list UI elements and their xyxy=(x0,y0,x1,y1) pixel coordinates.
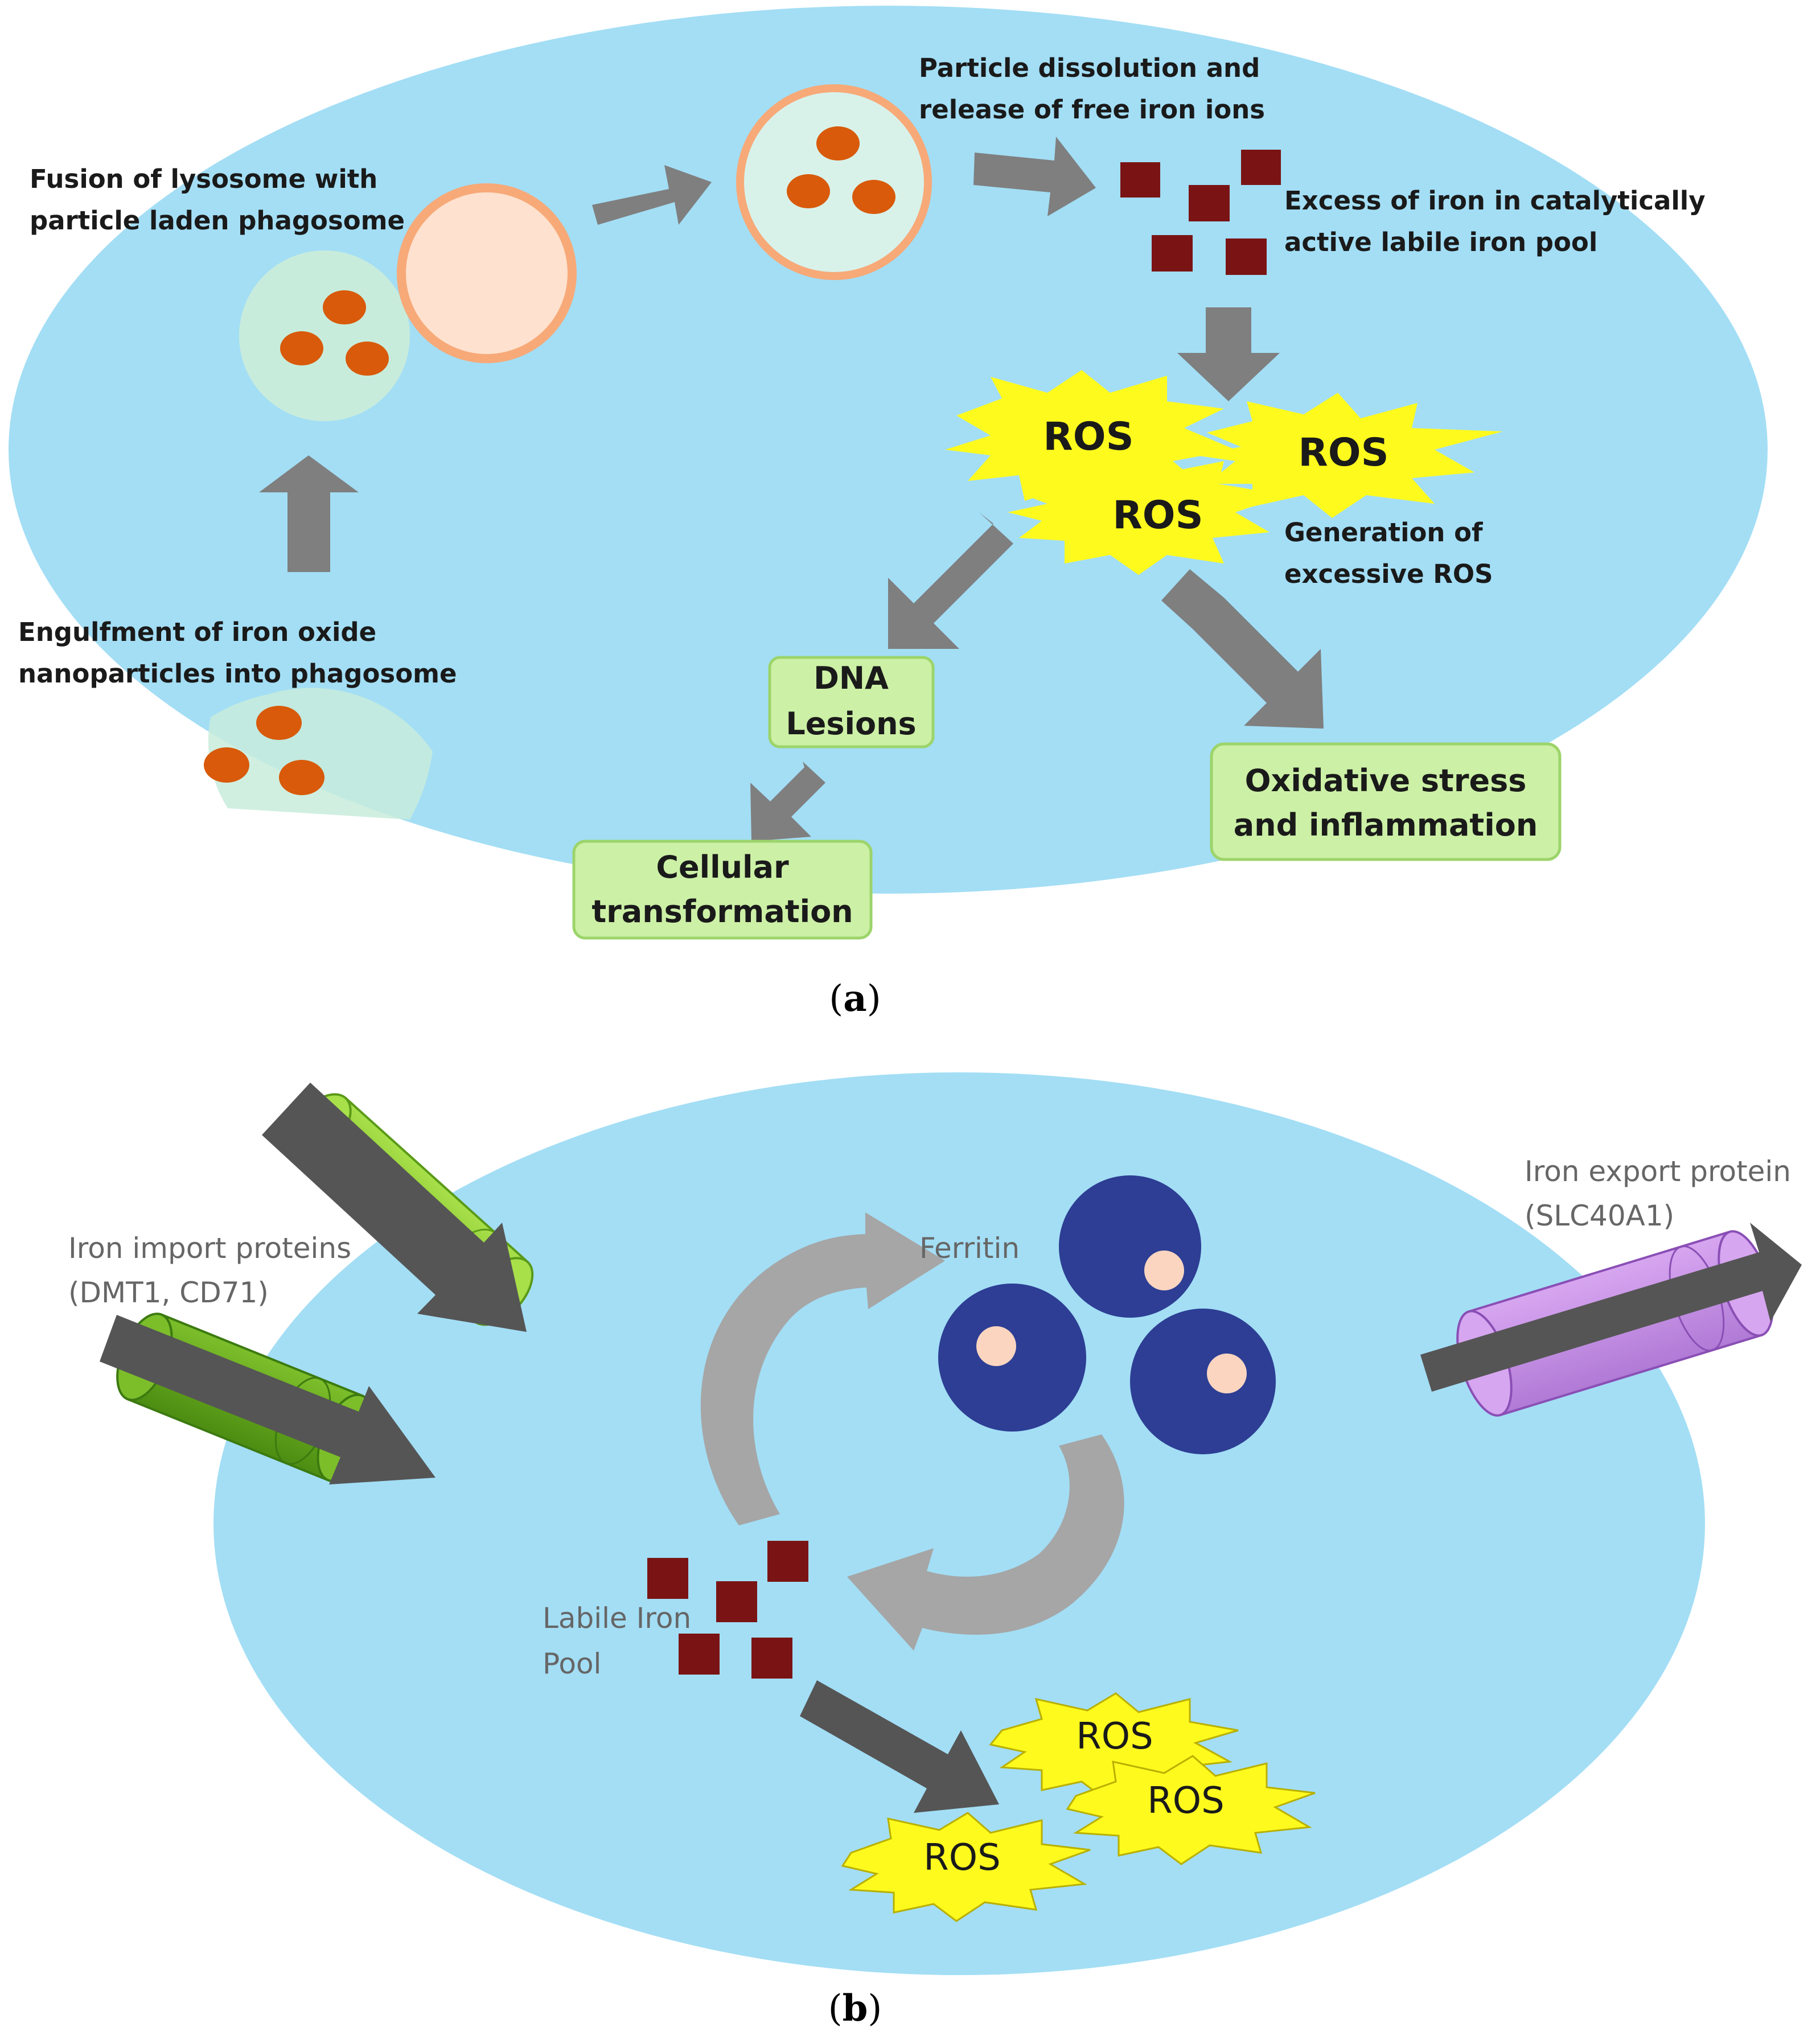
cell-b xyxy=(213,1072,1705,1975)
fusion-label-line1: Fusion of lysosome with xyxy=(30,164,377,194)
import-arrow-upper xyxy=(262,1083,527,1332)
arrow-right xyxy=(973,137,1096,216)
engulfment-label-line2: nanoparticles into phagosome xyxy=(18,659,457,689)
labile-label-line1: Labile Iron xyxy=(543,1602,691,1635)
nanoparticle xyxy=(787,174,830,208)
arrow-down xyxy=(1177,307,1280,401)
iron-ion xyxy=(1189,185,1230,221)
import-label-line2: (DMT1, CD71) xyxy=(68,1276,269,1309)
export-label-line1: Iron export protein xyxy=(1525,1155,1791,1188)
engulfment-label-line1: Engulfment of iron oxide xyxy=(18,617,376,647)
iron-ion xyxy=(751,1638,792,1679)
arrow-down-left xyxy=(888,512,1013,649)
import-label-line1: Iron import proteins xyxy=(68,1232,351,1265)
ros-label: ROS xyxy=(1147,1780,1224,1822)
panel-a: ROS ROS ROS DNA Lesions Oxidative stress… xyxy=(9,6,1768,940)
nanoparticle xyxy=(852,180,895,214)
dissolution-label-line2: release of free iron ions xyxy=(919,94,1265,125)
iron-ion xyxy=(1226,238,1267,275)
arrow-right xyxy=(592,165,712,225)
arrow-down-right xyxy=(1161,569,1324,729)
nanoparticle xyxy=(256,706,302,740)
ros-burst xyxy=(841,1812,1091,1922)
storage-arrow xyxy=(700,1212,945,1525)
cellular-transformation-line1: Cellular xyxy=(656,849,789,885)
ros-burst xyxy=(1066,1755,1316,1865)
dna-lesions-line2: Lesions xyxy=(786,706,916,742)
lysosome xyxy=(397,183,577,363)
iron-ion xyxy=(1241,150,1281,185)
nanoparticle xyxy=(346,342,389,376)
dissolution-label-line1: Particle dissolution and xyxy=(919,53,1260,83)
ros-label: ROS xyxy=(923,1837,1000,1879)
oxidative-stress-box xyxy=(1210,742,1562,861)
panel-b: ROS ROS ROS Iron import proteins (DMT1, … xyxy=(68,1072,1802,1975)
nanoparticle xyxy=(323,290,366,324)
iron-ion xyxy=(767,1541,808,1582)
caption-b: (b) xyxy=(828,1987,882,2030)
generation-ros-label-line1: Generation of xyxy=(1284,517,1483,548)
generation-ros-label-line2: excessive ROS xyxy=(1284,559,1493,589)
ros-label: ROS xyxy=(1112,493,1203,538)
arrow-up xyxy=(259,455,359,572)
ros-arrow xyxy=(800,1680,999,1813)
iron-ion xyxy=(1152,235,1193,272)
ros-label: ROS xyxy=(1076,1716,1153,1758)
dna-lesions-box xyxy=(768,656,935,748)
oxidative-stress-line2: and inflammation xyxy=(1234,807,1538,843)
excess-iron-label-line2: active labile iron pool xyxy=(1284,227,1597,257)
release-arrow xyxy=(847,1434,1124,1651)
nanoparticle xyxy=(279,760,324,795)
import-arrow-lower xyxy=(100,1315,436,1484)
nanoparticle xyxy=(280,331,323,365)
ferritin-core xyxy=(1207,1354,1247,1393)
iron-ion xyxy=(716,1581,757,1622)
ferritin-core xyxy=(1144,1251,1184,1290)
ros-label: ROS xyxy=(1043,414,1133,459)
ferritin-sphere xyxy=(1059,1175,1201,1318)
dna-lesions-line1: DNA xyxy=(814,660,889,696)
ferritin-sphere xyxy=(1130,1309,1276,1454)
oxidative-stress-line1: Oxidative stress xyxy=(1245,763,1527,799)
iron-ion xyxy=(1120,162,1160,198)
export-label-line2: (SLC40A1) xyxy=(1525,1199,1674,1232)
ferritin-core xyxy=(976,1326,1016,1366)
export-arrow xyxy=(1420,1223,1802,1392)
cellular-transformation-box xyxy=(572,840,873,940)
labile-label-line2: Pool xyxy=(543,1647,601,1680)
cellular-transformation-line2: transformation xyxy=(591,894,853,929)
excess-iron-label-line1: Excess of iron in catalytically xyxy=(1284,186,1706,216)
ferritin-label: Ferritin xyxy=(919,1232,1020,1265)
caption-a: (a) xyxy=(829,977,881,1020)
ros-burst xyxy=(1008,450,1287,575)
ros-label: ROS xyxy=(1298,430,1388,475)
iron-ion xyxy=(679,1634,720,1675)
phagolysosome xyxy=(736,84,932,280)
ros-burst xyxy=(1195,393,1503,518)
nanoparticle xyxy=(204,747,249,783)
phagosome xyxy=(239,250,410,421)
nanoparticle xyxy=(816,126,860,161)
fusion-label-line2: particle laden phagosome xyxy=(30,205,405,236)
iron-ion xyxy=(647,1558,688,1599)
arrow-down-left xyxy=(750,762,825,841)
